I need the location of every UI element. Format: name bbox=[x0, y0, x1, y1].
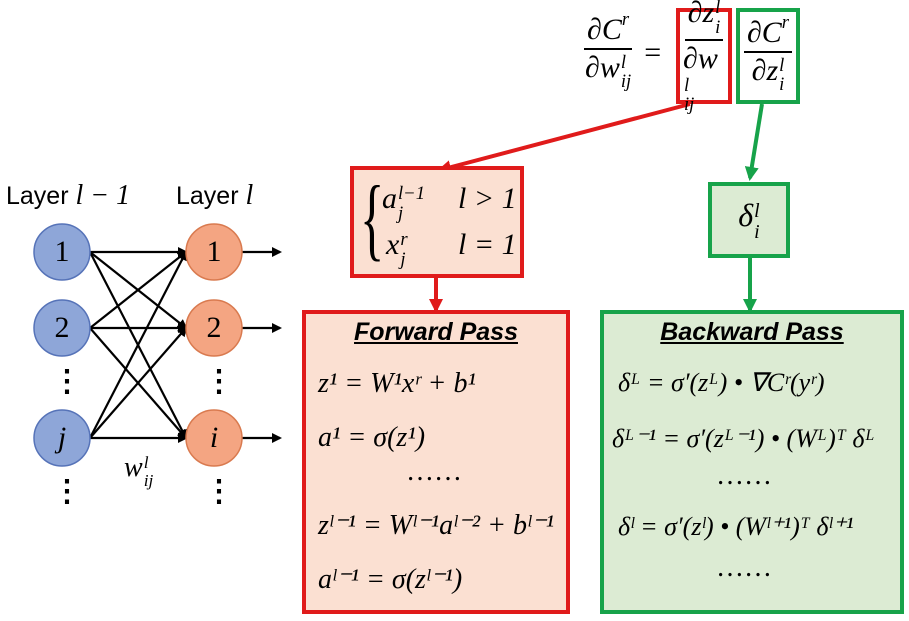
red-arrows bbox=[429, 102, 691, 313]
layer-prev-label: Layer l − 1 bbox=[6, 180, 130, 212]
backward-eq-2: δᴸ⁻¹ = σ′(zᴸ⁻¹) • (Wᴸ)ᵀ δᴸ bbox=[612, 424, 875, 453]
layer-prev-var: l − 1 bbox=[75, 180, 131, 211]
right-ellipsis-1: ⋮ bbox=[204, 364, 234, 399]
left-node-j-label: j bbox=[57, 421, 67, 454]
backward-pass-title: Backward Pass bbox=[660, 318, 844, 346]
cases-row2-cond: l = 1 bbox=[458, 228, 517, 261]
forward-pass-panel: Forward Pass z¹ = W¹xʳ + b¹ a¹ = σ(z¹) …… bbox=[302, 310, 570, 614]
lhs-denominator: ∂w bbox=[585, 50, 620, 84]
cases-brace: { bbox=[360, 167, 385, 269]
right-node-2 bbox=[185, 299, 243, 357]
mid-denominator: ∂w bbox=[683, 42, 718, 76]
right-node-2-label: 2 bbox=[206, 311, 222, 344]
rhs-numerator: ∂C bbox=[746, 16, 782, 50]
forward-eq-2: a¹ = σ(z¹) bbox=[318, 422, 426, 453]
right-node-1-label: 1 bbox=[206, 235, 222, 268]
lhs-den-sub: ij bbox=[620, 71, 632, 93]
backward-dots-2: …… bbox=[716, 552, 772, 583]
right-node-1 bbox=[185, 223, 243, 281]
cases-row1-sub: j bbox=[398, 202, 404, 224]
backward-eq-1: δᴸ = σ′(zᴸ) • ∇Cʳ(yʳ) bbox=[618, 368, 825, 397]
mid-den-sup: l bbox=[684, 74, 690, 96]
rhs-den-sup: l bbox=[779, 54, 785, 76]
weight-sup: l bbox=[143, 452, 149, 472]
backward-pass-panel: Backward Pass δᴸ = σ′(zᴸ) • ∇Cʳ(yʳ) δᴸ⁻¹… bbox=[600, 310, 904, 614]
layer-curr-text: Layer bbox=[176, 182, 239, 210]
forward-pass-title: Forward Pass bbox=[354, 318, 518, 346]
forward-eq-3: zˡ⁻¹ = Wˡ⁻¹aˡ⁻² + bˡ⁻¹ bbox=[318, 510, 554, 541]
left-node-j bbox=[33, 409, 91, 467]
left-node-1-label: 1 bbox=[54, 235, 70, 268]
delta-sup: l bbox=[754, 199, 760, 222]
cases-row1-sup: l−1 bbox=[398, 182, 426, 204]
forward-eq-4: aˡ⁻¹ = σ(zˡ⁻¹) bbox=[318, 564, 463, 595]
cases-row2-var: x bbox=[386, 228, 400, 261]
left-node-2 bbox=[33, 299, 91, 357]
forward-dots: …… bbox=[406, 456, 462, 487]
mid-num-sup: l bbox=[715, 0, 721, 19]
right-node-i-label: i bbox=[209, 421, 219, 454]
delta-symbol: δ bbox=[738, 197, 754, 234]
rhs-num-sup: r bbox=[781, 12, 790, 34]
lhs-num-sup: r bbox=[621, 9, 630, 31]
mid-numerator: ∂z bbox=[687, 0, 715, 30]
left-ellipsis-2: ⋮ bbox=[52, 474, 82, 509]
cases-row2-sub: j bbox=[400, 248, 406, 270]
right-ellipsis-2: ⋮ bbox=[204, 474, 234, 509]
left-layer-nodes bbox=[33, 223, 91, 467]
left-node-2-label: 2 bbox=[54, 311, 70, 344]
delta-sub: i bbox=[754, 220, 760, 243]
layer-prev-text: Layer bbox=[6, 182, 69, 210]
green-arrows bbox=[743, 103, 764, 313]
right-layer-nodes bbox=[185, 223, 243, 467]
weight-sub: ij bbox=[143, 470, 154, 490]
equals-sign: = bbox=[644, 36, 662, 69]
rhs-den-sub: i bbox=[779, 74, 785, 96]
layer-curr-var: l bbox=[245, 180, 254, 211]
backward-dots-1: …… bbox=[716, 460, 772, 491]
network-connections bbox=[89, 247, 188, 443]
layer-curr-label: Layer l bbox=[176, 180, 253, 212]
rhs-denominator: ∂z bbox=[751, 53, 779, 87]
right-node-i bbox=[185, 409, 243, 467]
mid-den-sub: ij bbox=[684, 94, 695, 116]
cases-row2-sup: r bbox=[400, 228, 408, 250]
output-arrows bbox=[242, 247, 282, 443]
left-node-1 bbox=[33, 223, 91, 281]
mid-num-sub: i bbox=[715, 16, 721, 38]
lhs-den-sup: l bbox=[620, 51, 627, 73]
cases-row1-cond: l > 1 bbox=[458, 182, 517, 215]
lhs-numerator: ∂C bbox=[587, 13, 622, 47]
cases-row1-var: a bbox=[382, 182, 397, 215]
backward-eq-3: δˡ = σ′(zˡ) • (Wˡ⁺¹)ᵀ δˡ⁺¹ bbox=[618, 512, 854, 541]
left-ellipsis-1: ⋮ bbox=[52, 364, 82, 399]
weight-symbol: w bbox=[124, 452, 143, 483]
forward-eq-1: z¹ = W¹xʳ + b¹ bbox=[318, 368, 476, 399]
